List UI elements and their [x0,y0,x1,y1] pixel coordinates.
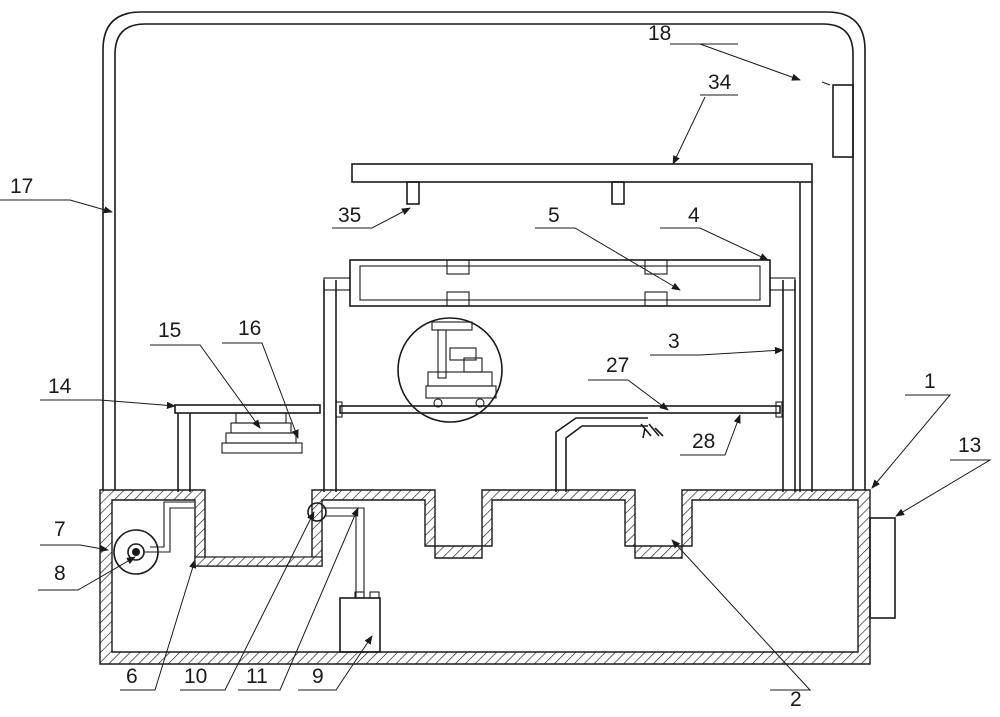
upper-arm [351,163,813,205]
central-posts [323,182,813,492]
conveyor-beam [323,259,796,307]
motor-unit [113,501,194,575]
left-platform [174,404,321,492]
label-14: 14 [48,375,72,398]
detail-view [397,317,503,423]
label-27: 27 [606,354,629,377]
label-8: 8 [54,562,66,585]
leader-lines [0,43,992,691]
label-13: 13 [958,434,981,457]
outer-frame [102,11,866,492]
label-11: 11 [246,665,268,688]
label-28: 28 [692,430,715,453]
label-7: 7 [54,518,66,541]
pump-assembly [307,502,381,653]
label-2: 2 [790,688,802,711]
label-16: 16 [238,317,261,340]
slide-rail [335,401,783,418]
label-35: 35 [338,204,361,227]
label-17: 17 [10,175,33,198]
gripper-arm [555,417,664,492]
label-3: 3 [668,330,680,353]
upper-box [832,84,854,158]
label-1: 1 [924,370,936,393]
label-15: 15 [158,319,181,342]
base-tank [99,489,871,665]
callout-labels: 18 34 17 35 5 4 3 27 28 15 16 14 1 13 7 … [10,22,981,711]
label-18: 18 [648,22,671,45]
side-box [869,517,896,619]
label-6: 6 [126,665,138,688]
label-9: 9 [312,665,324,688]
label-5: 5 [548,204,560,227]
label-34: 34 [708,71,732,94]
label-10: 10 [184,665,207,688]
label-4: 4 [688,204,700,227]
